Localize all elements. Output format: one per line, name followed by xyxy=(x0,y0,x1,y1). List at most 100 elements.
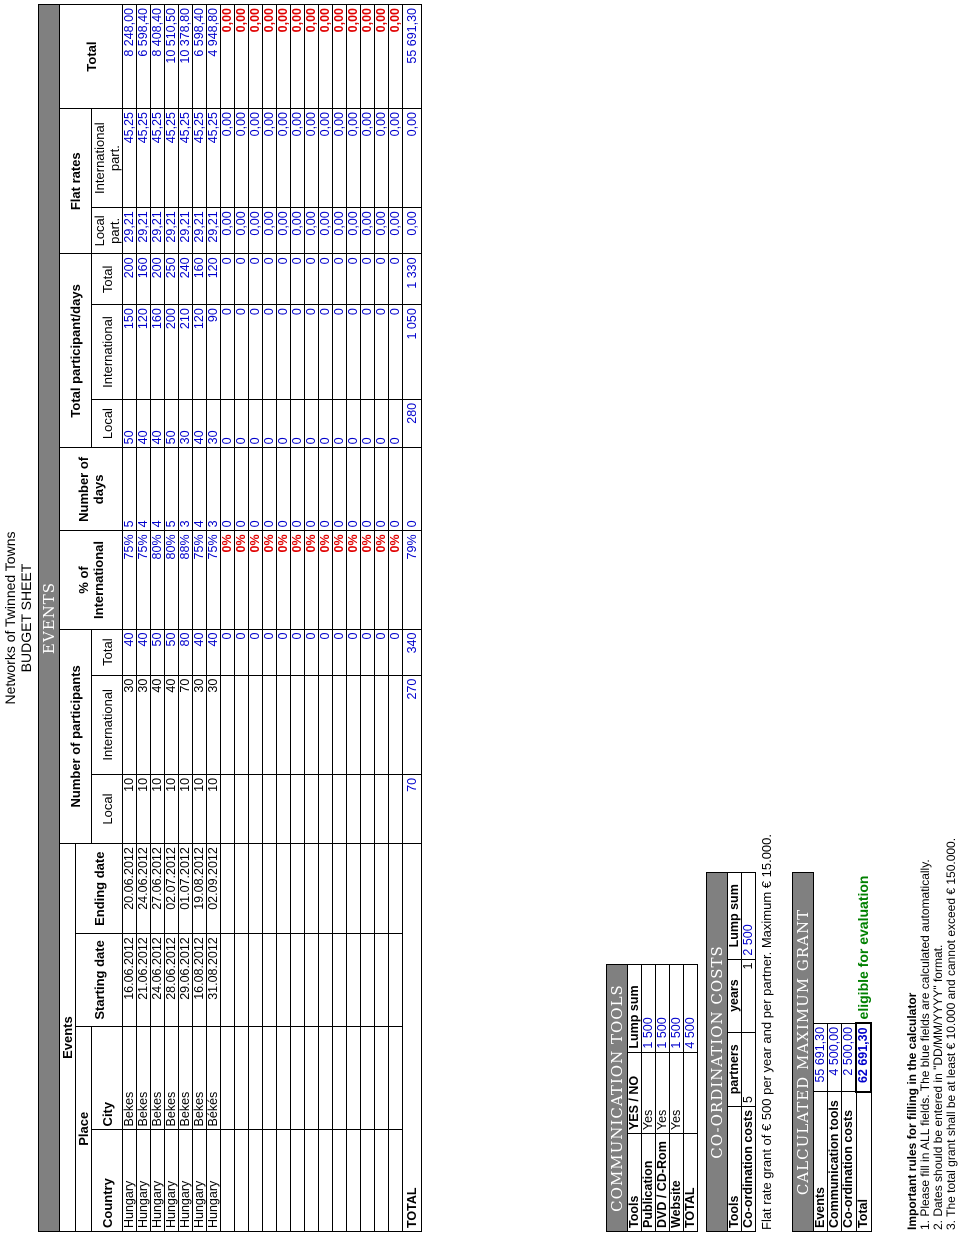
empty-input-cell[interactable] xyxy=(374,774,389,844)
empty-input-cell[interactable] xyxy=(276,1129,291,1232)
empty-input-cell[interactable] xyxy=(360,1026,375,1130)
empty-input-cell[interactable] xyxy=(388,843,403,934)
empty-input-cell[interactable] xyxy=(262,774,277,844)
start-date-cell[interactable]: 29.06.2012 xyxy=(178,933,193,1027)
start-date-cell[interactable]: 16.08.2012 xyxy=(192,933,207,1027)
international-cell[interactable]: 40 xyxy=(164,675,179,775)
start-date-cell[interactable]: 24.06.2012 xyxy=(150,933,165,1027)
empty-input-cell[interactable] xyxy=(318,843,333,934)
empty-input-cell[interactable] xyxy=(346,675,361,775)
empty-input-cell[interactable] xyxy=(332,843,347,934)
international-cell[interactable]: 40 xyxy=(150,675,165,775)
empty-input-cell[interactable] xyxy=(360,933,375,1027)
empty-input-cell[interactable] xyxy=(290,675,305,775)
country-cell[interactable]: Hungary xyxy=(136,1129,151,1232)
city-cell[interactable]: Békés xyxy=(206,1026,221,1130)
empty-input-cell[interactable] xyxy=(248,774,263,844)
country-cell[interactable]: Hungary xyxy=(164,1129,179,1232)
empty-input-cell[interactable] xyxy=(374,1129,389,1232)
start-date-cell[interactable]: 28.06.2012 xyxy=(164,933,179,1027)
empty-input-cell[interactable] xyxy=(332,933,347,1027)
empty-input-cell[interactable] xyxy=(374,933,389,1027)
empty-input-cell[interactable] xyxy=(388,774,403,844)
end-date-cell[interactable]: 01.07.2012 xyxy=(178,843,193,934)
empty-input-cell[interactable] xyxy=(318,675,333,775)
country-cell[interactable]: Hungary xyxy=(150,1129,165,1232)
empty-input-cell[interactable] xyxy=(304,843,319,934)
empty-input-cell[interactable] xyxy=(234,675,249,775)
empty-input-cell[interactable] xyxy=(346,933,361,1027)
empty-input-cell[interactable] xyxy=(304,1026,319,1130)
empty-input-cell[interactable] xyxy=(248,1129,263,1232)
start-date-cell[interactable]: 31.08.2012 xyxy=(206,933,221,1027)
international-cell[interactable]: 70 xyxy=(178,675,193,775)
comm-yesno-input[interactable]: Yes xyxy=(655,1052,670,1134)
empty-input-cell[interactable] xyxy=(360,1129,375,1232)
empty-input-cell[interactable] xyxy=(346,774,361,844)
city-cell[interactable]: Bekes xyxy=(122,1026,137,1130)
city-cell[interactable]: Bekes xyxy=(178,1026,193,1130)
country-cell[interactable]: Hungary xyxy=(206,1129,221,1232)
empty-input-cell[interactable] xyxy=(290,774,305,844)
city-cell[interactable]: Bekes xyxy=(136,1026,151,1130)
country-cell[interactable]: Hungary xyxy=(192,1129,207,1232)
empty-input-cell[interactable] xyxy=(360,675,375,775)
local-cell[interactable]: 10 xyxy=(206,774,221,844)
empty-input-cell[interactable] xyxy=(332,675,347,775)
empty-input-cell[interactable] xyxy=(248,933,263,1027)
international-cell[interactable]: 30 xyxy=(122,675,137,775)
empty-input-cell[interactable] xyxy=(262,1129,277,1232)
empty-input-cell[interactable] xyxy=(360,843,375,934)
empty-input-cell[interactable] xyxy=(318,933,333,1027)
comm-yesno-input[interactable]: Yes xyxy=(669,1052,684,1134)
end-date-cell[interactable]: 02.07.2012 xyxy=(164,843,179,934)
empty-input-cell[interactable] xyxy=(290,1026,305,1130)
empty-input-cell[interactable] xyxy=(374,675,389,775)
empty-input-cell[interactable] xyxy=(332,774,347,844)
coord-years-input[interactable]: 1 xyxy=(741,959,756,1033)
city-cell[interactable]: Bekes xyxy=(192,1026,207,1130)
empty-input-cell[interactable] xyxy=(346,843,361,934)
empty-input-cell[interactable] xyxy=(262,675,277,775)
local-cell[interactable]: 10 xyxy=(136,774,151,844)
local-cell[interactable]: 10 xyxy=(178,774,193,844)
empty-input-cell[interactable] xyxy=(262,843,277,934)
city-cell[interactable]: Bekes xyxy=(164,1026,179,1130)
empty-input-cell[interactable] xyxy=(276,1026,291,1130)
international-cell[interactable]: 30 xyxy=(136,675,151,775)
empty-input-cell[interactable] xyxy=(374,843,389,934)
empty-input-cell[interactable] xyxy=(318,1129,333,1232)
empty-input-cell[interactable] xyxy=(290,1129,305,1232)
comm-yesno-input[interactable]: Yes xyxy=(641,1052,656,1134)
end-date-cell[interactable]: 27.06.2012 xyxy=(150,843,165,934)
empty-input-cell[interactable] xyxy=(360,774,375,844)
end-date-cell[interactable]: 24.06.2012 xyxy=(136,843,151,934)
empty-input-cell[interactable] xyxy=(388,1129,403,1232)
end-date-cell[interactable]: 19.08.2012 xyxy=(192,843,207,934)
empty-input-cell[interactable] xyxy=(234,1129,249,1232)
start-date-cell[interactable]: 16.06.2012 xyxy=(122,933,137,1027)
empty-input-cell[interactable] xyxy=(318,1026,333,1130)
empty-input-cell[interactable] xyxy=(248,675,263,775)
empty-input-cell[interactable] xyxy=(234,843,249,934)
empty-input-cell[interactable] xyxy=(276,774,291,844)
country-cell[interactable]: Hungary xyxy=(122,1129,137,1232)
international-cell[interactable]: 30 xyxy=(192,675,207,775)
empty-input-cell[interactable] xyxy=(220,774,235,844)
empty-input-cell[interactable] xyxy=(234,933,249,1027)
local-cell[interactable]: 10 xyxy=(122,774,137,844)
empty-input-cell[interactable] xyxy=(220,675,235,775)
empty-input-cell[interactable] xyxy=(248,843,263,934)
empty-input-cell[interactable] xyxy=(276,843,291,934)
empty-input-cell[interactable] xyxy=(262,933,277,1027)
empty-input-cell[interactable] xyxy=(346,1026,361,1130)
empty-input-cell[interactable] xyxy=(346,1129,361,1232)
empty-input-cell[interactable] xyxy=(234,774,249,844)
empty-input-cell[interactable] xyxy=(220,933,235,1027)
empty-input-cell[interactable] xyxy=(388,675,403,775)
local-cell[interactable]: 10 xyxy=(192,774,207,844)
empty-input-cell[interactable] xyxy=(388,1026,403,1130)
local-cell[interactable]: 10 xyxy=(150,774,165,844)
empty-input-cell[interactable] xyxy=(276,675,291,775)
coord-partners-input[interactable]: 5 xyxy=(741,1032,756,1107)
